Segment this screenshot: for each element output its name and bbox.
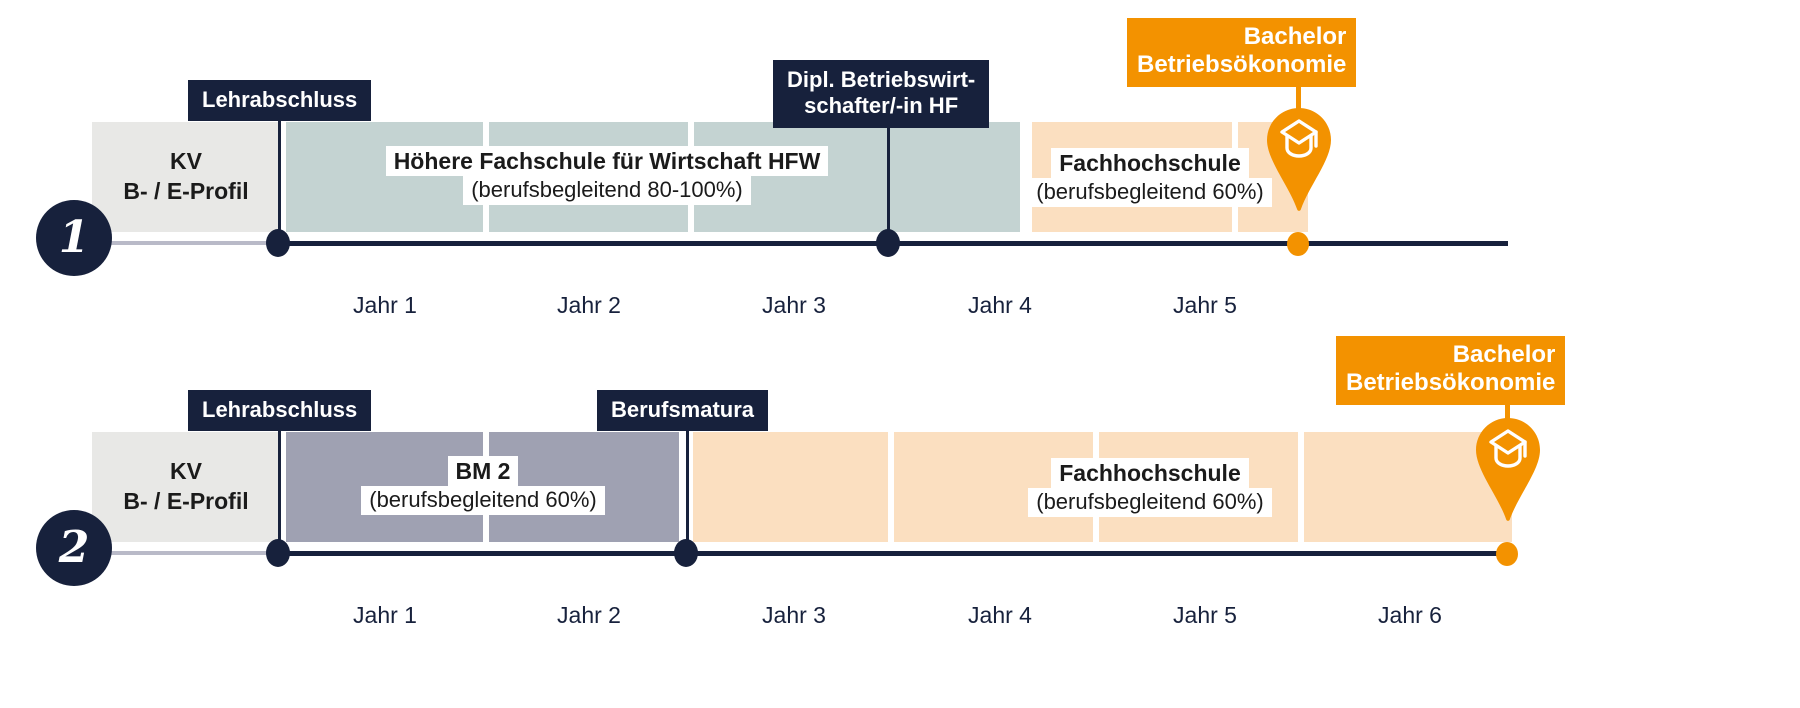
milestone-flag-lehrabschluss-1[interactable]: Lehrabschluss <box>188 80 372 122</box>
row-number-badge-2: 2 <box>36 510 112 586</box>
milestone-stem-lehrabschluss-1 <box>278 113 281 245</box>
goal-pin-stem-2 <box>1505 378 1510 440</box>
pathway-row-1: 1 KV B- / E-Profil Höhere Fachschule für… <box>0 0 1800 330</box>
milestone-stem-berufsmatura-2 <box>686 423 689 555</box>
milestone-flag-dipl-line1: Dipl. Betriebswirt- <box>787 67 976 92</box>
year-label-2-5: Jahr 5 <box>1173 602 1237 628</box>
row-number-badge-1: 1 <box>36 200 112 276</box>
milestone-flag-lehrabschluss-2[interactable]: Lehrabschluss <box>188 390 372 432</box>
goal-pin-stem-1 <box>1296 60 1301 130</box>
goal-badge-line1-1: Bachelor <box>1137 23 1347 52</box>
block-hfw-seg-2 <box>489 122 688 232</box>
milestone-dot-berufsmatura-2 <box>674 539 698 567</box>
milestone-stem-dipl-1 <box>887 113 890 245</box>
year-label-1-3: Jahr 3 <box>762 292 826 318</box>
year-label-2-1: Jahr 1 <box>353 602 417 628</box>
pathway-row-2: 2 KV B- / E-Profil BM 2 (berufsbegleiten… <box>0 336 1800 698</box>
block-kv-1 <box>92 122 280 232</box>
timeline-axis-2 <box>278 551 1508 556</box>
block-hfw-seg-1 <box>286 122 483 232</box>
blocks-band-1 <box>92 122 1308 232</box>
goal-dot-2 <box>1496 542 1518 566</box>
milestone-dot-lehrabschluss-2 <box>266 539 290 567</box>
year-label-1-2: Jahr 2 <box>557 292 621 318</box>
year-label-2-2: Jahr 2 <box>557 602 621 628</box>
goal-badge-line1-2: Bachelor <box>1346 341 1556 370</box>
block-kv-2 <box>92 432 280 542</box>
graduation-cap-icon-2 <box>1476 418 1540 522</box>
block-fh-seg-2-2 <box>894 432 1093 542</box>
year-label-1-5: Jahr 5 <box>1173 292 1237 318</box>
year-label-1-1: Jahr 1 <box>353 292 417 318</box>
block-fh-seg-1 <box>1032 122 1232 232</box>
goal-badge-line2-2: Betriebsökonomie <box>1346 369 1556 398</box>
blocks-band-2 <box>92 432 1512 542</box>
milestone-flag-dipl-line2: schafter/-in HF <box>804 93 959 119</box>
block-hfw-seg-3 <box>694 122 1020 232</box>
block-fh-seg-1-2 <box>693 432 888 542</box>
year-label-1-4: Jahr 4 <box>968 292 1032 318</box>
block-fh-seg-3-2 <box>1099 432 1298 542</box>
milestone-flag-dipl-1[interactable]: Dipl. Betriebswirt- schafter/-in HF <box>773 60 990 128</box>
year-label-2-3: Jahr 3 <box>762 602 826 628</box>
milestone-dot-lehrabschluss-1 <box>266 229 290 257</box>
goal-badge-2[interactable]: Bachelor Betriebsökonomie <box>1336 336 1566 405</box>
milestone-stem-lehrabschluss-2 <box>278 423 281 555</box>
goal-badge-1[interactable]: Bachelor Betriebsökonomie <box>1127 18 1357 87</box>
milestone-dot-dipl-1 <box>876 229 900 257</box>
goal-dot-1 <box>1287 232 1309 256</box>
block-bm2-seg-1 <box>286 432 483 542</box>
block-bm2-seg-2 <box>489 432 679 542</box>
graduation-cap-icon-1 <box>1267 108 1331 212</box>
milestone-flag-berufsmatura-2[interactable]: Berufsmatura <box>597 390 769 432</box>
year-label-2-6: Jahr 6 <box>1378 602 1442 628</box>
goal-badge-line2-1: Betriebsökonomie <box>1137 51 1347 80</box>
year-label-2-4: Jahr 4 <box>968 602 1032 628</box>
